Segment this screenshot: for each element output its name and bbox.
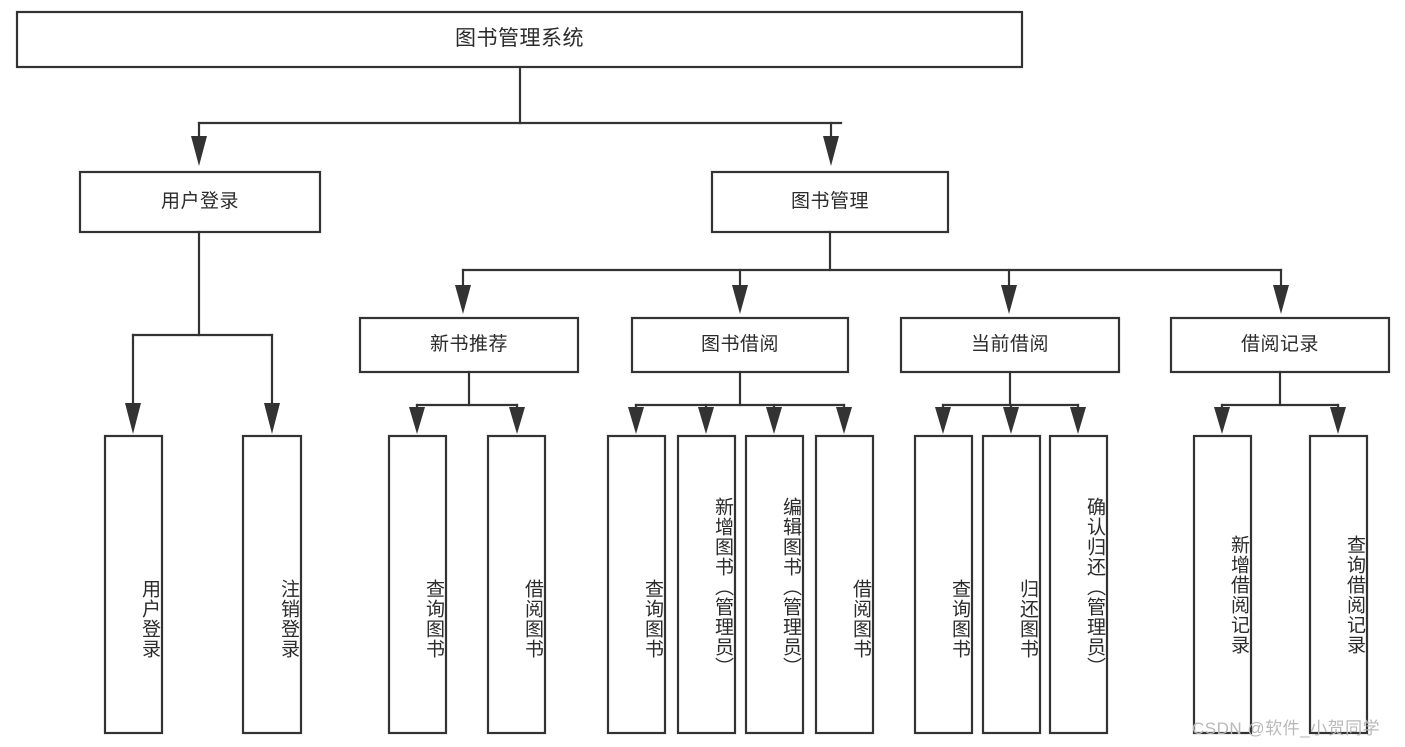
arrow-head-bb-leaf-2 bbox=[698, 407, 714, 434]
node-box-root[interactable] bbox=[15, 10, 1024, 69]
arrow-head-book-management bbox=[823, 136, 839, 166]
node-box-leaf-add-book[interactable] bbox=[676, 434, 737, 735]
arrow-head-leaf-logout bbox=[264, 403, 280, 434]
node-box-user-login[interactable] bbox=[78, 170, 322, 234]
node-box-leaf-borrow-book-2[interactable] bbox=[814, 434, 875, 735]
node-box-leaf-add-record[interactable] bbox=[1192, 434, 1253, 735]
arrow-head-nbr-leaf-1 bbox=[409, 407, 425, 434]
arrow-head-bb-leaf-1 bbox=[628, 407, 644, 434]
node-box-leaf-confirm-return[interactable] bbox=[1048, 434, 1109, 735]
node-box-leaf-query-book-3[interactable] bbox=[913, 434, 974, 735]
arrow-head-new-book-recommend bbox=[455, 285, 471, 314]
node-box-leaf-borrow-book-1[interactable] bbox=[486, 434, 547, 735]
arrow-head-borrow-record bbox=[1273, 285, 1289, 314]
arrow-head-cb-leaf-1 bbox=[935, 407, 951, 434]
arrow-head-cb-leaf-3 bbox=[1070, 407, 1086, 434]
node-box-borrow-record[interactable] bbox=[1169, 316, 1391, 374]
arrow-head-nbr-leaf-2 bbox=[509, 407, 525, 434]
node-box-leaf-return-book[interactable] bbox=[981, 434, 1042, 735]
node-box-leaf-query-book-2[interactable] bbox=[606, 434, 667, 735]
node-box-current-borrow[interactable] bbox=[899, 316, 1121, 374]
arrow-head-bb-leaf-4 bbox=[836, 407, 852, 434]
arrow-head-br-leaf-1 bbox=[1214, 407, 1230, 434]
node-box-book-borrow[interactable] bbox=[630, 316, 850, 374]
node-box-leaf-query-book-1[interactable] bbox=[387, 434, 448, 735]
arrow-head-book-borrow bbox=[732, 285, 748, 314]
node-box-leaf-query-record[interactable] bbox=[1308, 434, 1369, 735]
node-box-leaf-edit-book[interactable] bbox=[744, 434, 805, 735]
node-box-leaf-user-login[interactable] bbox=[103, 434, 164, 735]
arrow-head-user-login bbox=[191, 136, 207, 166]
arrow-head-cb-leaf-2 bbox=[1003, 407, 1019, 434]
arrow-head-br-leaf-2 bbox=[1330, 407, 1346, 434]
node-box-new-book-recommend[interactable] bbox=[358, 316, 580, 374]
arrow-head-current-borrow bbox=[1001, 285, 1017, 314]
node-box-leaf-logout-login[interactable] bbox=[241, 434, 303, 735]
arrow-head-bb-leaf-3 bbox=[766, 407, 782, 434]
node-box-book-management[interactable] bbox=[710, 170, 950, 234]
arrow-head-leaf-user-login bbox=[125, 403, 141, 434]
